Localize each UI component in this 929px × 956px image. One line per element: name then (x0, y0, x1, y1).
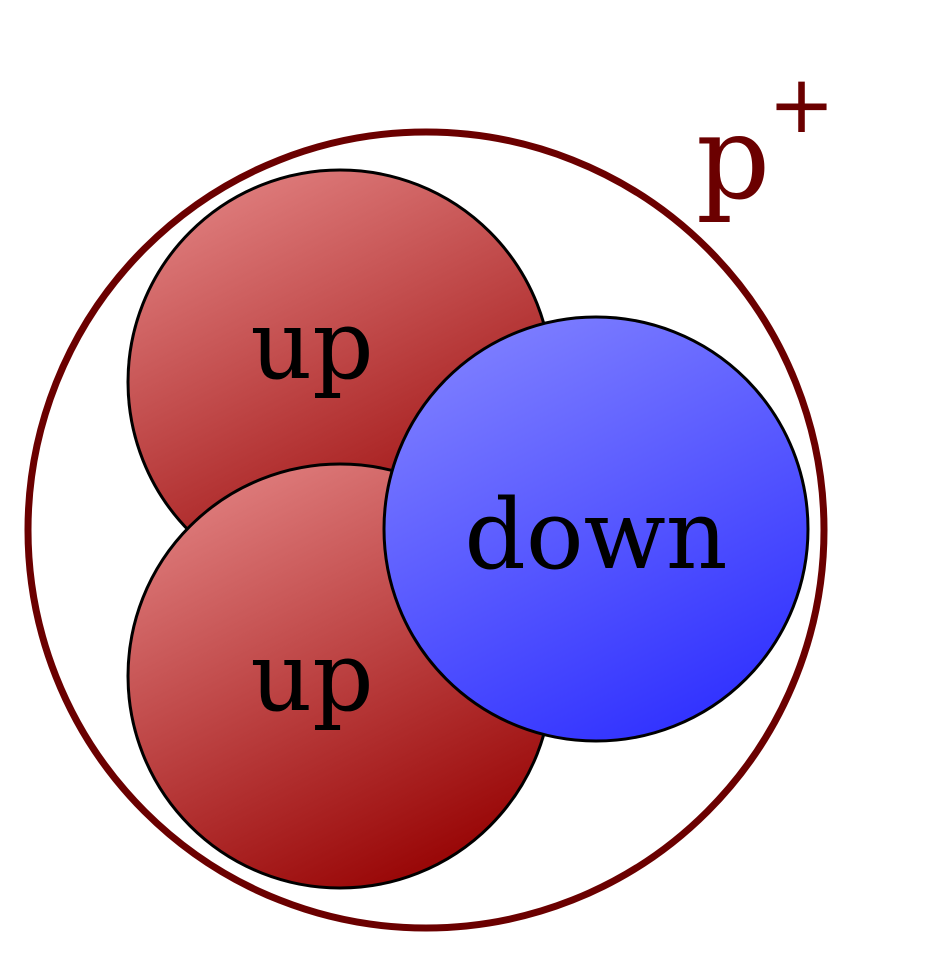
down-quark-label: down (464, 479, 727, 591)
proton-charge: + (768, 58, 835, 151)
up-quark-bottom-label: up (250, 621, 373, 733)
proton-boundary (24, 128, 828, 932)
down-quark-sphere (382, 315, 810, 743)
down-quark: down (382, 315, 810, 743)
proton-label: p (696, 91, 770, 226)
up-quark-top-label: up (250, 289, 373, 401)
